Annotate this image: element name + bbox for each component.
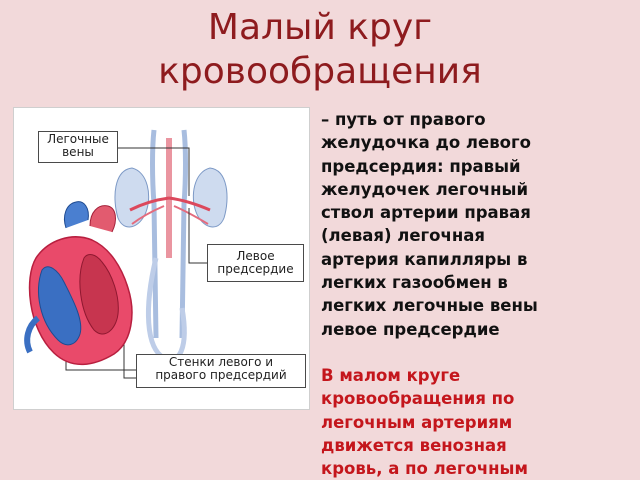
lung-veins-label: Легочные вены [38,131,118,163]
circulation-description: – путь от правого желудочка до левого пр… [321,110,538,339]
heart-illustration [24,201,133,366]
heart-lungs-icon [24,129,228,379]
left-atrium-label: Левое предсердие [207,244,304,282]
atria-walls-label: Стенки левого и правого предсердий [136,354,306,388]
circulation-figure: Легочные вены Левое предсердие Стенки ле… [13,107,310,410]
circulation-highlight: В малом круге кровообращения по легочным… [321,366,528,479]
slide-title-line2: кровообращения [158,51,482,92]
slide-title-line1: Малый круг [207,7,433,48]
